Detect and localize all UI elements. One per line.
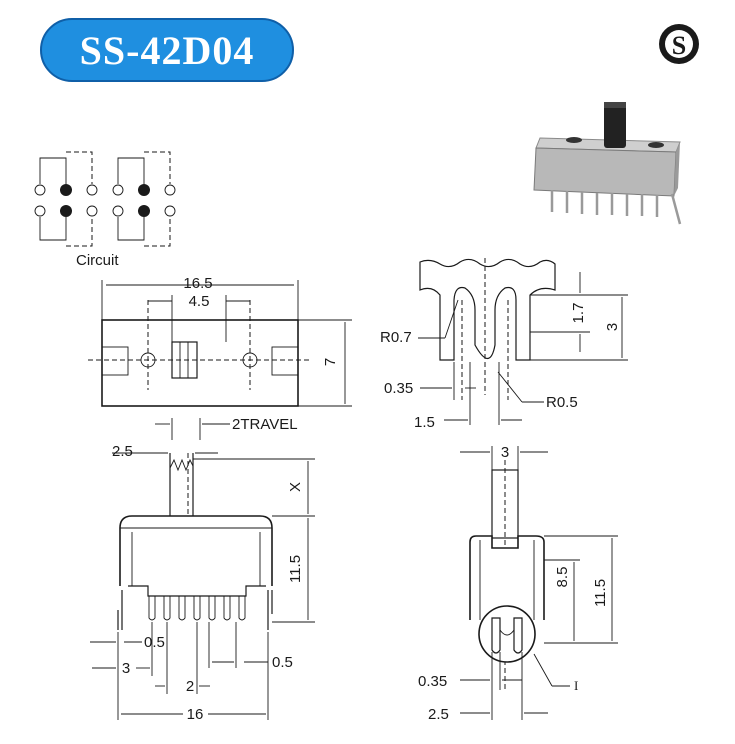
pin-width-dim: 0.5 (144, 634, 165, 651)
pin-offset-dim: 3 (122, 660, 130, 677)
total-width-dim: 16 (187, 706, 204, 723)
pin-gap-dim: 0.5 (272, 654, 293, 671)
side-view: 3 8.5 11.5 0.35 2.5 I (418, 444, 618, 723)
actuator-height-dim: X (287, 482, 304, 492)
terminal-thickness-dim: 0.35 (384, 380, 413, 397)
terminal-dim-3: 3 (604, 323, 621, 331)
side-pin-width-dim: 2.5 (428, 706, 449, 723)
side-pin-label: I (574, 678, 578, 693)
terminal-pitch-dim: 1.5 (414, 414, 435, 431)
front-view: 2.5 X 11.5 0.5 3 (90, 443, 315, 723)
radius-r05: R0.5 (546, 394, 578, 411)
circuit-diagram: Circuit (34, 151, 176, 269)
height-dim: 7 (322, 358, 339, 366)
side-body-height-dim: 8.5 (554, 567, 571, 588)
radius-r07: R0.7 (380, 329, 412, 346)
part-number-title: SS-42D04 (79, 27, 255, 73)
body-height-dim: 11.5 (287, 555, 304, 583)
side-total-height-dim: 11.5 (592, 579, 609, 607)
terminal-dim-1-7: 1.7 (570, 303, 587, 324)
side-actuator-width-dim: 3 (501, 444, 509, 461)
product-photo (533, 102, 682, 225)
circuit-label: Circuit (76, 252, 119, 269)
brand-logo-icon: S (659, 24, 699, 64)
travel-dimension: 2TRAVEL (155, 416, 298, 440)
brand-letter: S (672, 31, 686, 60)
slider-pitch-dim: 4.5 (189, 293, 210, 310)
pitch-dim: 2 (186, 678, 194, 695)
top-view: 16.5 4.5 7 (88, 275, 352, 407)
actuator-width-dim: 2.5 (112, 443, 133, 460)
width-dim: 16.5 (183, 275, 212, 292)
title-badge: SS-42D04 (40, 18, 294, 82)
travel-label: 2TRAVEL (232, 416, 298, 433)
terminal-detail: 1.7 3 R0.7 0.35 R0.5 1.5 (380, 258, 628, 431)
side-pin-thickness-dim: 0.35 (418, 673, 447, 690)
